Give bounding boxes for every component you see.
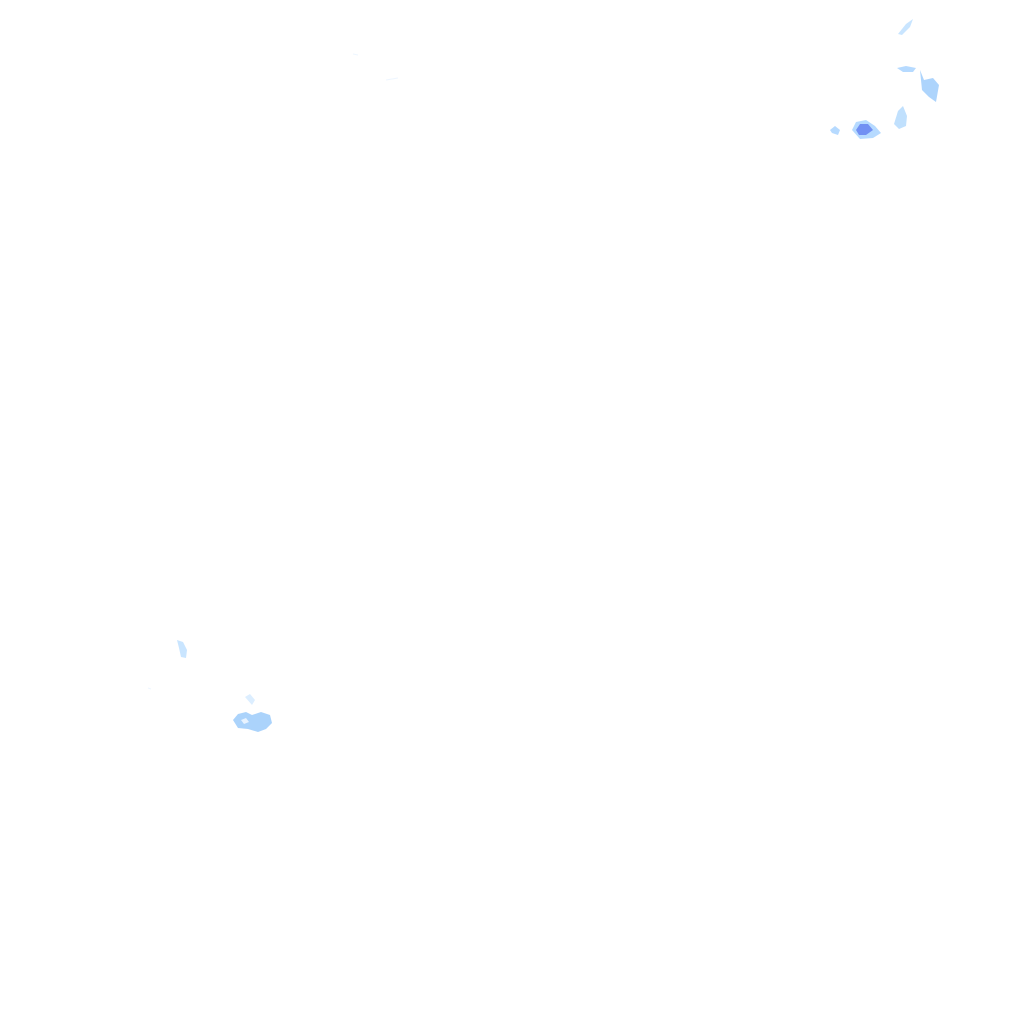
rain-cell-hole bbox=[241, 718, 249, 724]
rain-cell-core bbox=[852, 120, 881, 139]
rain-cluster-north-east bbox=[830, 19, 939, 139]
rain-speck bbox=[385, 77, 399, 81]
rain-cell bbox=[897, 66, 916, 72]
rain-cell bbox=[177, 640, 187, 658]
rain-speck bbox=[352, 53, 359, 56]
rain-cluster-south-west bbox=[177, 640, 272, 732]
rain-cell bbox=[830, 126, 840, 135]
rain-cell bbox=[920, 70, 939, 102]
rain-cell bbox=[898, 19, 913, 35]
rain-cell bbox=[233, 712, 272, 732]
rain-cell bbox=[894, 106, 907, 129]
rain-cell-intense bbox=[856, 124, 873, 135]
rain-cell bbox=[245, 694, 255, 705]
rain-speck bbox=[147, 687, 152, 690]
rain-speck-group bbox=[147, 53, 399, 690]
